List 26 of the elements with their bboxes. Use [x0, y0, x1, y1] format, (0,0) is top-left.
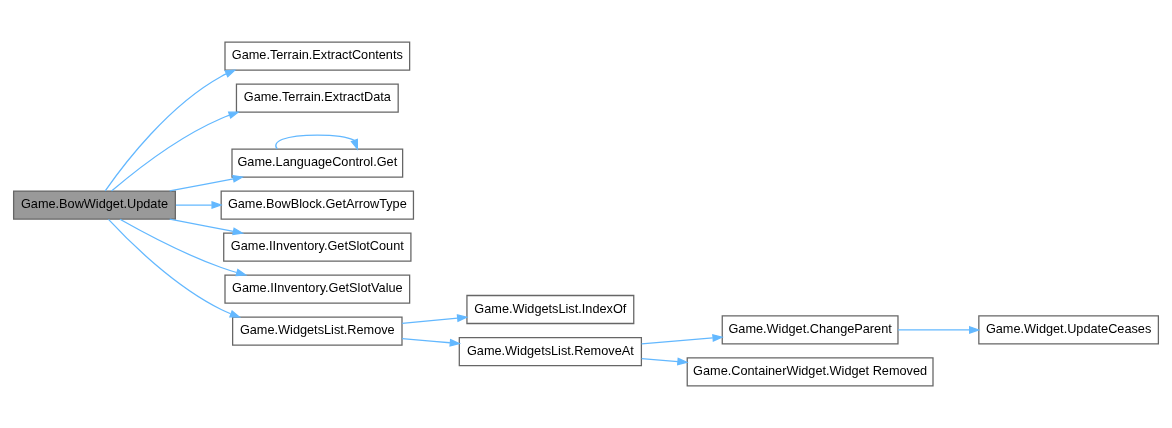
- node-box: Game.IInventory.GetSlotCount: [223, 232, 412, 262]
- arrow: [401, 314, 469, 324]
- node-box: Game.WidgetsList.IndexOf: [466, 294, 635, 325]
- arrow: [640, 334, 724, 345]
- arrow: [104, 69, 237, 192]
- arrow: [275, 134, 359, 151]
- node-box: Game.WidgetsList.Remove: [232, 316, 403, 346]
- arrow: [401, 337, 462, 347]
- arrow: [169, 175, 245, 192]
- node-box: Game.Terrain.ExtractData: [235, 83, 399, 113]
- arrow: [110, 111, 240, 192]
- node-box: Game.Terrain.ExtractContents: [224, 41, 411, 71]
- node-box: Game.BowWidget.Update: [13, 190, 176, 220]
- arrow: [897, 325, 981, 334]
- node-box: Game.BowBlock.GetArrowType: [220, 190, 415, 220]
- arrow: [175, 201, 223, 210]
- node-box: Game.Widget.UpdateCeases: [978, 315, 1159, 345]
- node-box: Game.LanguageControl.Get: [231, 148, 404, 178]
- node-box: Game.WidgetsList.RemoveAt: [458, 336, 643, 367]
- arrow: [107, 218, 242, 318]
- arrow: [119, 218, 248, 277]
- arrow: [169, 218, 245, 236]
- node-box: Game.IInventory.GetSlotValue: [224, 274, 411, 304]
- node-box: Game.Widget.ChangeParent: [721, 315, 899, 345]
- node-box: Game.ContainerWidget.Widget Removed: [686, 357, 934, 387]
- arrow: [640, 357, 689, 366]
